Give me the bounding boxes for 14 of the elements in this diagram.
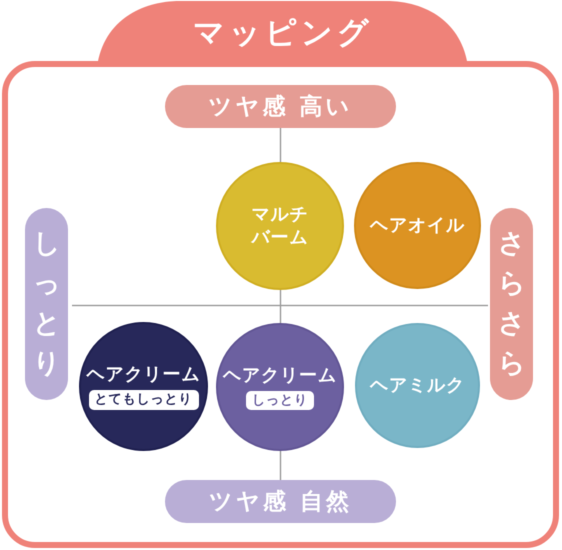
- product-name: ヘアオイル: [370, 214, 465, 238]
- product-name: ヘアクリーム: [86, 363, 200, 386]
- product-name: ヘアミルク: [370, 374, 465, 398]
- texture-tag: とてもしっとり: [88, 390, 198, 410]
- product-name: ヘアクリーム: [223, 364, 337, 387]
- axis-label-band: [490, 208, 533, 400]
- map-title: マッピング: [193, 16, 373, 50]
- texture-tag: しっとり: [246, 390, 314, 410]
- product-name: マルチバーム: [250, 202, 310, 250]
- axis-label: ツヤ感 自然: [165, 480, 396, 523]
- axis-label: ツヤ感 高い: [165, 85, 396, 128]
- axis-label-band: [25, 208, 68, 400]
- axis-label: さらさら: [498, 227, 525, 381]
- axis-label: しっとり: [33, 227, 60, 381]
